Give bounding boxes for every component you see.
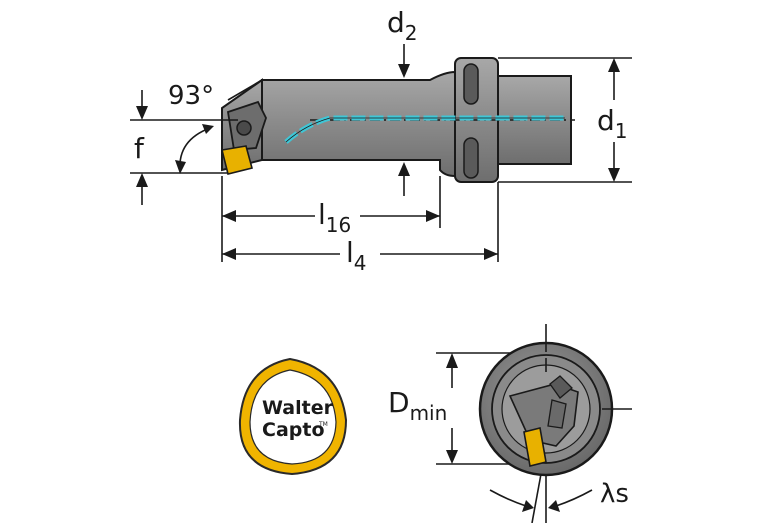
dimension-angle: 93° bbox=[168, 79, 263, 174]
boring-bar-body bbox=[261, 70, 456, 178]
logo-inner bbox=[249, 369, 337, 465]
d2-label: d2 bbox=[387, 6, 418, 45]
dmin-label: Dmin bbox=[388, 386, 447, 425]
f-label: f bbox=[134, 132, 145, 165]
walter-capto-logo: Walter Capto TM bbox=[238, 357, 348, 476]
clamp-screw bbox=[236, 120, 252, 136]
flange-slot-top bbox=[463, 63, 479, 105]
logo-line2: Capto bbox=[262, 419, 325, 441]
dimension-f: f bbox=[130, 90, 238, 205]
dimension-d2: d2 bbox=[387, 6, 418, 196]
dimension-d1: d1 bbox=[498, 57, 632, 183]
logo-line1: Walter bbox=[262, 397, 334, 419]
end-view: Dmin λs bbox=[388, 324, 632, 523]
side-view bbox=[221, 57, 575, 183]
d1-label: d1 bbox=[597, 104, 628, 143]
dimension-l4: l4 bbox=[222, 182, 499, 275]
lambda-s-label: λs bbox=[600, 479, 629, 509]
dimension-l16: l16 bbox=[221, 176, 441, 262]
end-view-insert bbox=[523, 427, 547, 467]
flange-slot-bottom bbox=[463, 137, 479, 179]
l16-label: l16 bbox=[318, 198, 351, 237]
cutting-insert bbox=[221, 145, 253, 175]
angle-label: 93° bbox=[168, 81, 214, 111]
l4-label: l4 bbox=[346, 236, 367, 275]
logo-tm: TM bbox=[318, 421, 328, 428]
